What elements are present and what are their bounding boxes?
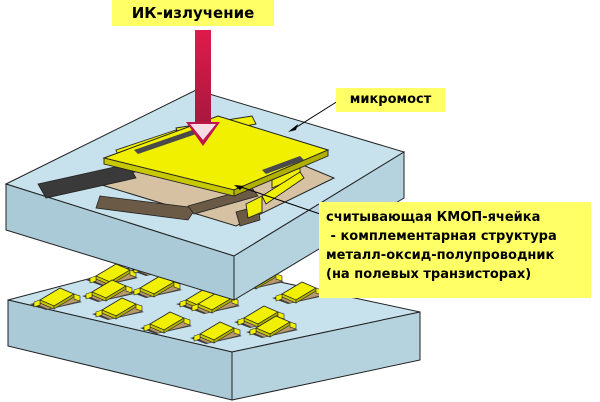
microbridge xyxy=(102,115,330,219)
ir-radiation-label: ИК-излучение xyxy=(112,0,274,26)
cmos-pointer xyxy=(237,185,321,215)
cmos-cell-label: считывающая КМОП-ячейка - комплементарна… xyxy=(319,202,591,298)
cmos-cell-label-line4: (на полевых транзисторах) xyxy=(326,267,532,282)
cmos-cell-label-line1: считывающая КМОП-ячейка xyxy=(326,210,541,225)
cmos-cell-label-line3: металл-оксид-полупроводник xyxy=(326,248,555,263)
microbridge-pointer xyxy=(291,100,339,131)
cmos-cell-label-line2: - комплементарная структура xyxy=(326,229,557,244)
microbridge-label: микромост xyxy=(336,88,445,112)
ir-arrow xyxy=(186,30,220,146)
